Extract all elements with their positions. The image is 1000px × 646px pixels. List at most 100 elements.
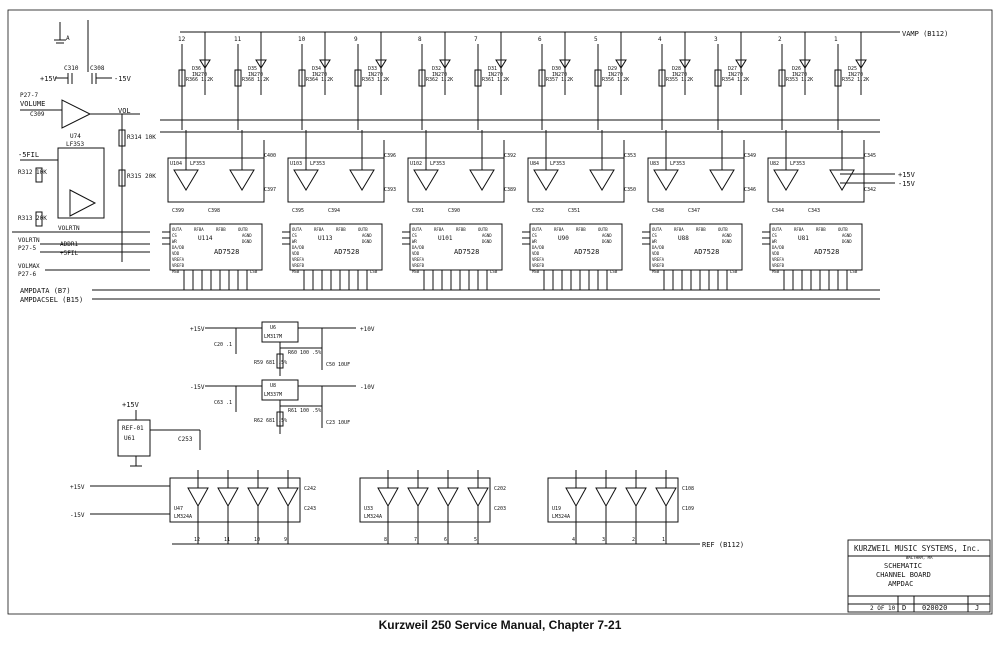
buffer-package — [169, 477, 301, 523]
title-line-1: SCHEMATIC — [884, 562, 922, 570]
resistor — [778, 69, 786, 87]
channel-number-b: 3 — [714, 36, 718, 43]
pin-label: LSB — [610, 269, 618, 274]
opamp-symbol — [413, 169, 439, 191]
pin-label: AGND — [722, 233, 732, 238]
bypass-cap-label: C400 — [264, 153, 276, 159]
pin-label: VDD — [772, 251, 780, 256]
reg-r1-label: R61 100 .5% — [288, 408, 321, 414]
buffer-opamp — [565, 487, 587, 508]
volume-label: VOLUME — [20, 100, 45, 108]
resistor — [474, 69, 482, 87]
opamp-label: U103 — [290, 161, 302, 167]
c308-label: C308 — [90, 65, 105, 72]
pin-label: VREFB — [652, 263, 665, 268]
resistor-label: R353 1.2K — [786, 77, 813, 83]
opamp-type-label: LF353 — [310, 161, 325, 167]
u61-label: U61 — [124, 435, 135, 442]
opamp-symbol — [773, 169, 799, 191]
opamp-symbol — [653, 169, 679, 191]
opamp-symbol — [589, 169, 615, 191]
dac-type-label: AD7528 — [214, 248, 239, 256]
buf-p15v-label: +15V — [70, 484, 85, 491]
resistor-label: R352 1.2K — [842, 77, 869, 83]
r314-label: R314 10K — [127, 134, 156, 141]
pin-label: OUTA — [652, 227, 662, 232]
pin-label: RFBA — [554, 227, 564, 232]
resistor — [538, 69, 546, 87]
drawing-border — [7, 9, 993, 615]
opamp-symbol — [229, 169, 255, 191]
cap-label: C352 — [532, 208, 544, 214]
diode-label: D34 — [312, 66, 321, 72]
pin-label: VREFB — [172, 263, 185, 268]
m15v-label-right: -15V — [898, 180, 916, 188]
opamp-symbol — [829, 169, 855, 191]
channel-number-a: 2 — [778, 36, 782, 43]
u74-type-label: LF353 — [66, 141, 84, 148]
cap-label: C343 — [808, 208, 820, 214]
pin-label: DGND — [842, 239, 852, 244]
dac-type-label: AD7528 — [694, 248, 719, 256]
buffer-type-label: LM324A — [174, 514, 192, 520]
p27-7-label: P27-7 — [20, 92, 38, 99]
buffer-opamp — [437, 487, 459, 508]
channel-number-b: 7 — [474, 36, 478, 43]
ad7528-dac — [649, 223, 743, 271]
opamp-package — [767, 157, 865, 203]
pin-label: OUTA — [532, 227, 542, 232]
buffer-opamp — [625, 487, 647, 508]
dac-id-label: U81 — [798, 235, 809, 242]
revision: J — [975, 604, 979, 612]
opamp-label: U104 — [170, 161, 182, 167]
buffer-output-label: 11 — [224, 537, 230, 543]
pin-label: LSB — [250, 269, 258, 274]
c309-label: C309 — [30, 111, 45, 118]
opamp-package — [167, 157, 265, 203]
pin-label: RFBA — [434, 227, 444, 232]
pin-label: MSB — [532, 269, 540, 274]
pin-label: RFBB — [816, 227, 826, 232]
pin-label: RFBA — [194, 227, 204, 232]
pin-label: OUTB — [238, 227, 248, 232]
reg-cap-out-label: C50 10UF — [326, 362, 350, 368]
resistor — [276, 353, 284, 369]
cap-label: C398 — [208, 208, 220, 214]
cap-label: C394 — [328, 208, 340, 214]
u74-block-frame — [57, 147, 105, 219]
resistor — [714, 69, 722, 87]
buffer-output-label: 10 — [254, 537, 260, 543]
buffer-output-label: 7 — [414, 537, 417, 543]
buffer-cap-label: C108 — [682, 486, 694, 492]
ad7528-dac — [169, 223, 263, 271]
channel-number-b: 5 — [594, 36, 598, 43]
title-line-2: CHANNEL BOARD — [876, 571, 931, 579]
p5fil-label: +5FIL — [60, 250, 78, 257]
reg-input-label: +15V — [190, 326, 205, 333]
pin-label: CS — [412, 233, 417, 238]
reg-r2-label: R62 681 .5% — [254, 418, 287, 424]
cap-label: C395 — [292, 208, 304, 214]
reg-r1-label: R60 100 .5% — [288, 350, 321, 356]
pin-label: VREFB — [532, 263, 545, 268]
buffer-cap-label: C109 — [682, 506, 694, 512]
resistor-label: R364 1.2K — [306, 77, 333, 83]
r312-label: R312 10K — [18, 169, 47, 176]
m15v-label-left: -15V — [114, 75, 132, 83]
vamp-label: VAMP (B112) — [902, 30, 948, 38]
opamp-type-label: LF353 — [790, 161, 805, 167]
cap-label: C344 — [772, 208, 784, 214]
channel-number-b: 11 — [234, 36, 242, 43]
pin-label: DGND — [362, 239, 372, 244]
pin-label: VREFA — [292, 257, 305, 262]
buffer-output-label: 2 — [632, 537, 635, 543]
diode-label: D32 — [432, 66, 441, 72]
